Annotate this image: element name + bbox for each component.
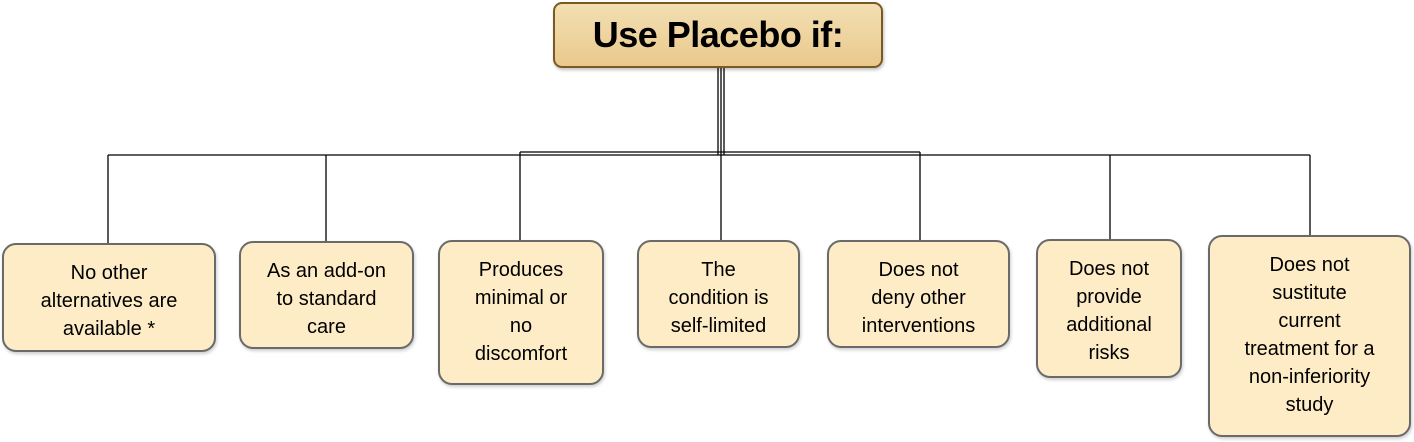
criterion-label: No other alternatives are available * (40, 262, 178, 340)
criterion-node-not-substitute-treatment: Does not sustitute current treatment for… (1208, 235, 1411, 437)
root-label: Use Placebo if: (592, 14, 844, 55)
criterion-label: Does not provide additional risks (1066, 258, 1152, 364)
criterion-label: Does not sustitute current treatment for… (1244, 254, 1375, 416)
criterion-label: Does not deny other interventions (861, 259, 976, 337)
criterion-label: The condition is self-limited (668, 259, 769, 337)
criterion-label: As an add-on to standard care (267, 260, 386, 338)
criterion-label: Produces minimal or no discomfort (474, 259, 568, 365)
criterion-node-no-alternatives: No other alternatives are available * (2, 243, 216, 352)
root-node: Use Placebo if: (553, 2, 883, 68)
criterion-node-add-on: As an add-on to standard care (239, 241, 414, 349)
criterion-node-minimal-discomfort: Produces minimal or no discomfort (438, 240, 604, 385)
criterion-node-no-additional-risks: Does not provide additional risks (1036, 239, 1182, 378)
criterion-node-self-limited: The condition is self-limited (637, 240, 800, 348)
criterion-node-not-deny-interventions: Does not deny other interventions (827, 240, 1010, 348)
